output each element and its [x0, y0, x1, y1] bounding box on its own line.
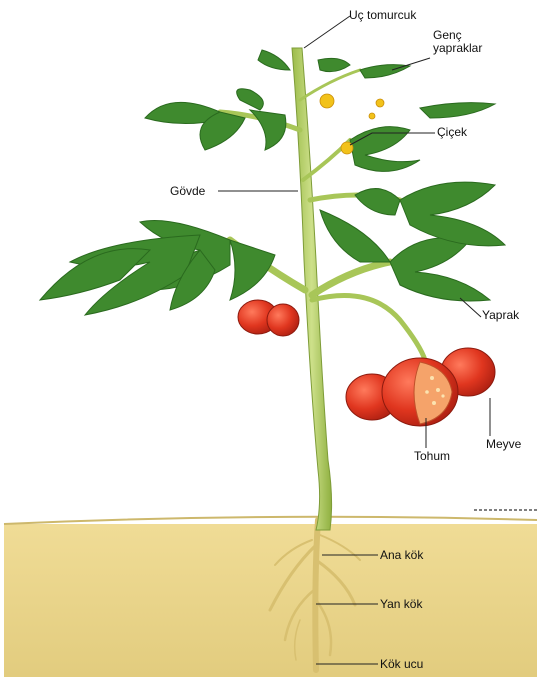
label-yapraklar: yapraklar	[433, 42, 482, 55]
flower	[320, 94, 334, 108]
soil	[4, 524, 537, 677]
label-uc-tomurcuk: Uç tomurcuk	[349, 9, 416, 22]
tomatoes	[238, 300, 495, 426]
label-govde: Gövde	[170, 185, 205, 198]
label-meyve: Meyve	[486, 438, 521, 451]
soil-surface	[4, 517, 537, 524]
flower	[376, 99, 384, 107]
label-cicek: Çiçek	[437, 126, 467, 139]
label-yan-kok: Yan kök	[380, 598, 422, 611]
leaves	[40, 50, 505, 315]
label-ana-kok: Ana kök	[380, 549, 423, 562]
tomato	[267, 304, 299, 336]
label-kok-ucu: Kök ucu	[380, 658, 423, 671]
flower	[369, 113, 375, 119]
label-yaprak: Yaprak	[482, 309, 519, 322]
label-tohum: Tohum	[414, 450, 450, 463]
